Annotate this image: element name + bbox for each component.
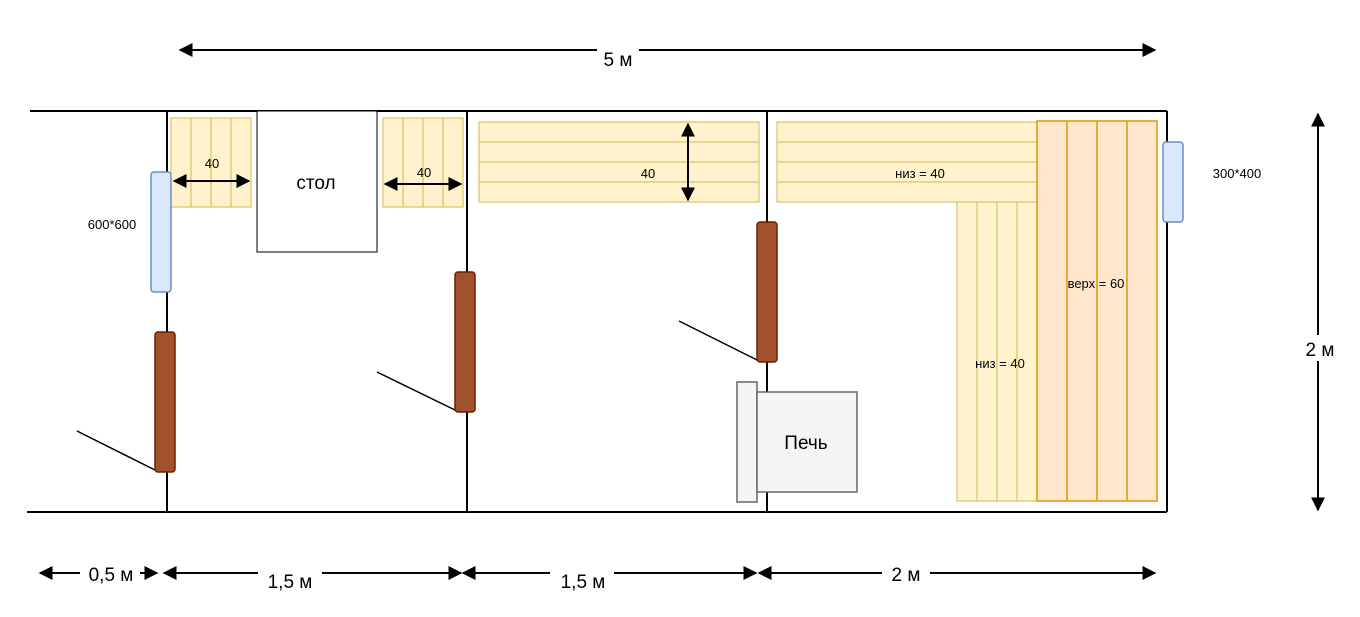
total-width-dimension: 5 м <box>178 43 1157 71</box>
segment-3-label: 1,5 м <box>561 572 606 593</box>
window-right: 300*400 <box>1162 141 1261 223</box>
bench-room2-depth: 40 <box>641 122 695 202</box>
bench-room1-right-label: 40 <box>417 165 431 180</box>
bench-sauna-lower <box>956 201 1040 502</box>
bench-sauna-top <box>776 121 1040 203</box>
door-3 <box>678 221 778 363</box>
bench-sauna-upper-label: верх = 60 <box>1068 276 1125 291</box>
bench-sauna-upper <box>1036 120 1158 502</box>
stove: Печь <box>736 381 858 503</box>
bench-sauna-lower-label: низ = 40 <box>975 356 1025 371</box>
stove-label: Печь <box>784 433 827 454</box>
bench-room1-left-label: 40 <box>205 156 219 171</box>
total-width-label: 5 м <box>604 50 633 71</box>
segment-2-label: 1,5 м <box>268 572 313 593</box>
bench-room1-left <box>170 117 252 208</box>
window-left: 600*600 <box>88 171 172 293</box>
bench-room2-label: 40 <box>641 166 655 181</box>
table: стол <box>256 110 378 253</box>
bench-sauna-top-label: низ = 40 <box>895 166 945 181</box>
table-label: стол <box>296 173 335 194</box>
window-left-size: 600*600 <box>88 217 136 232</box>
window-right-size: 300*400 <box>1213 166 1261 181</box>
door-1 <box>76 331 176 473</box>
bench-room1-right <box>382 117 464 208</box>
door-2 <box>376 271 476 413</box>
segment-dimension-1: 0,5 м <box>38 560 159 586</box>
segment-1-label: 0,5 м <box>89 565 134 586</box>
height-dimension: 2 м <box>1300 112 1340 512</box>
height-label: 2 м <box>1306 340 1335 361</box>
segment-dimension-3: 1,5 м <box>461 566 758 594</box>
segment-4-label: 2 м <box>892 565 921 586</box>
bench-room1-right-depth: 40 <box>383 165 463 191</box>
bench-room1-left-depth: 40 <box>172 156 251 188</box>
segment-dimension-2: 1,5 м <box>162 566 463 594</box>
bench-room2 <box>478 121 760 203</box>
segment-dimension-4: 2 м <box>757 560 1157 586</box>
